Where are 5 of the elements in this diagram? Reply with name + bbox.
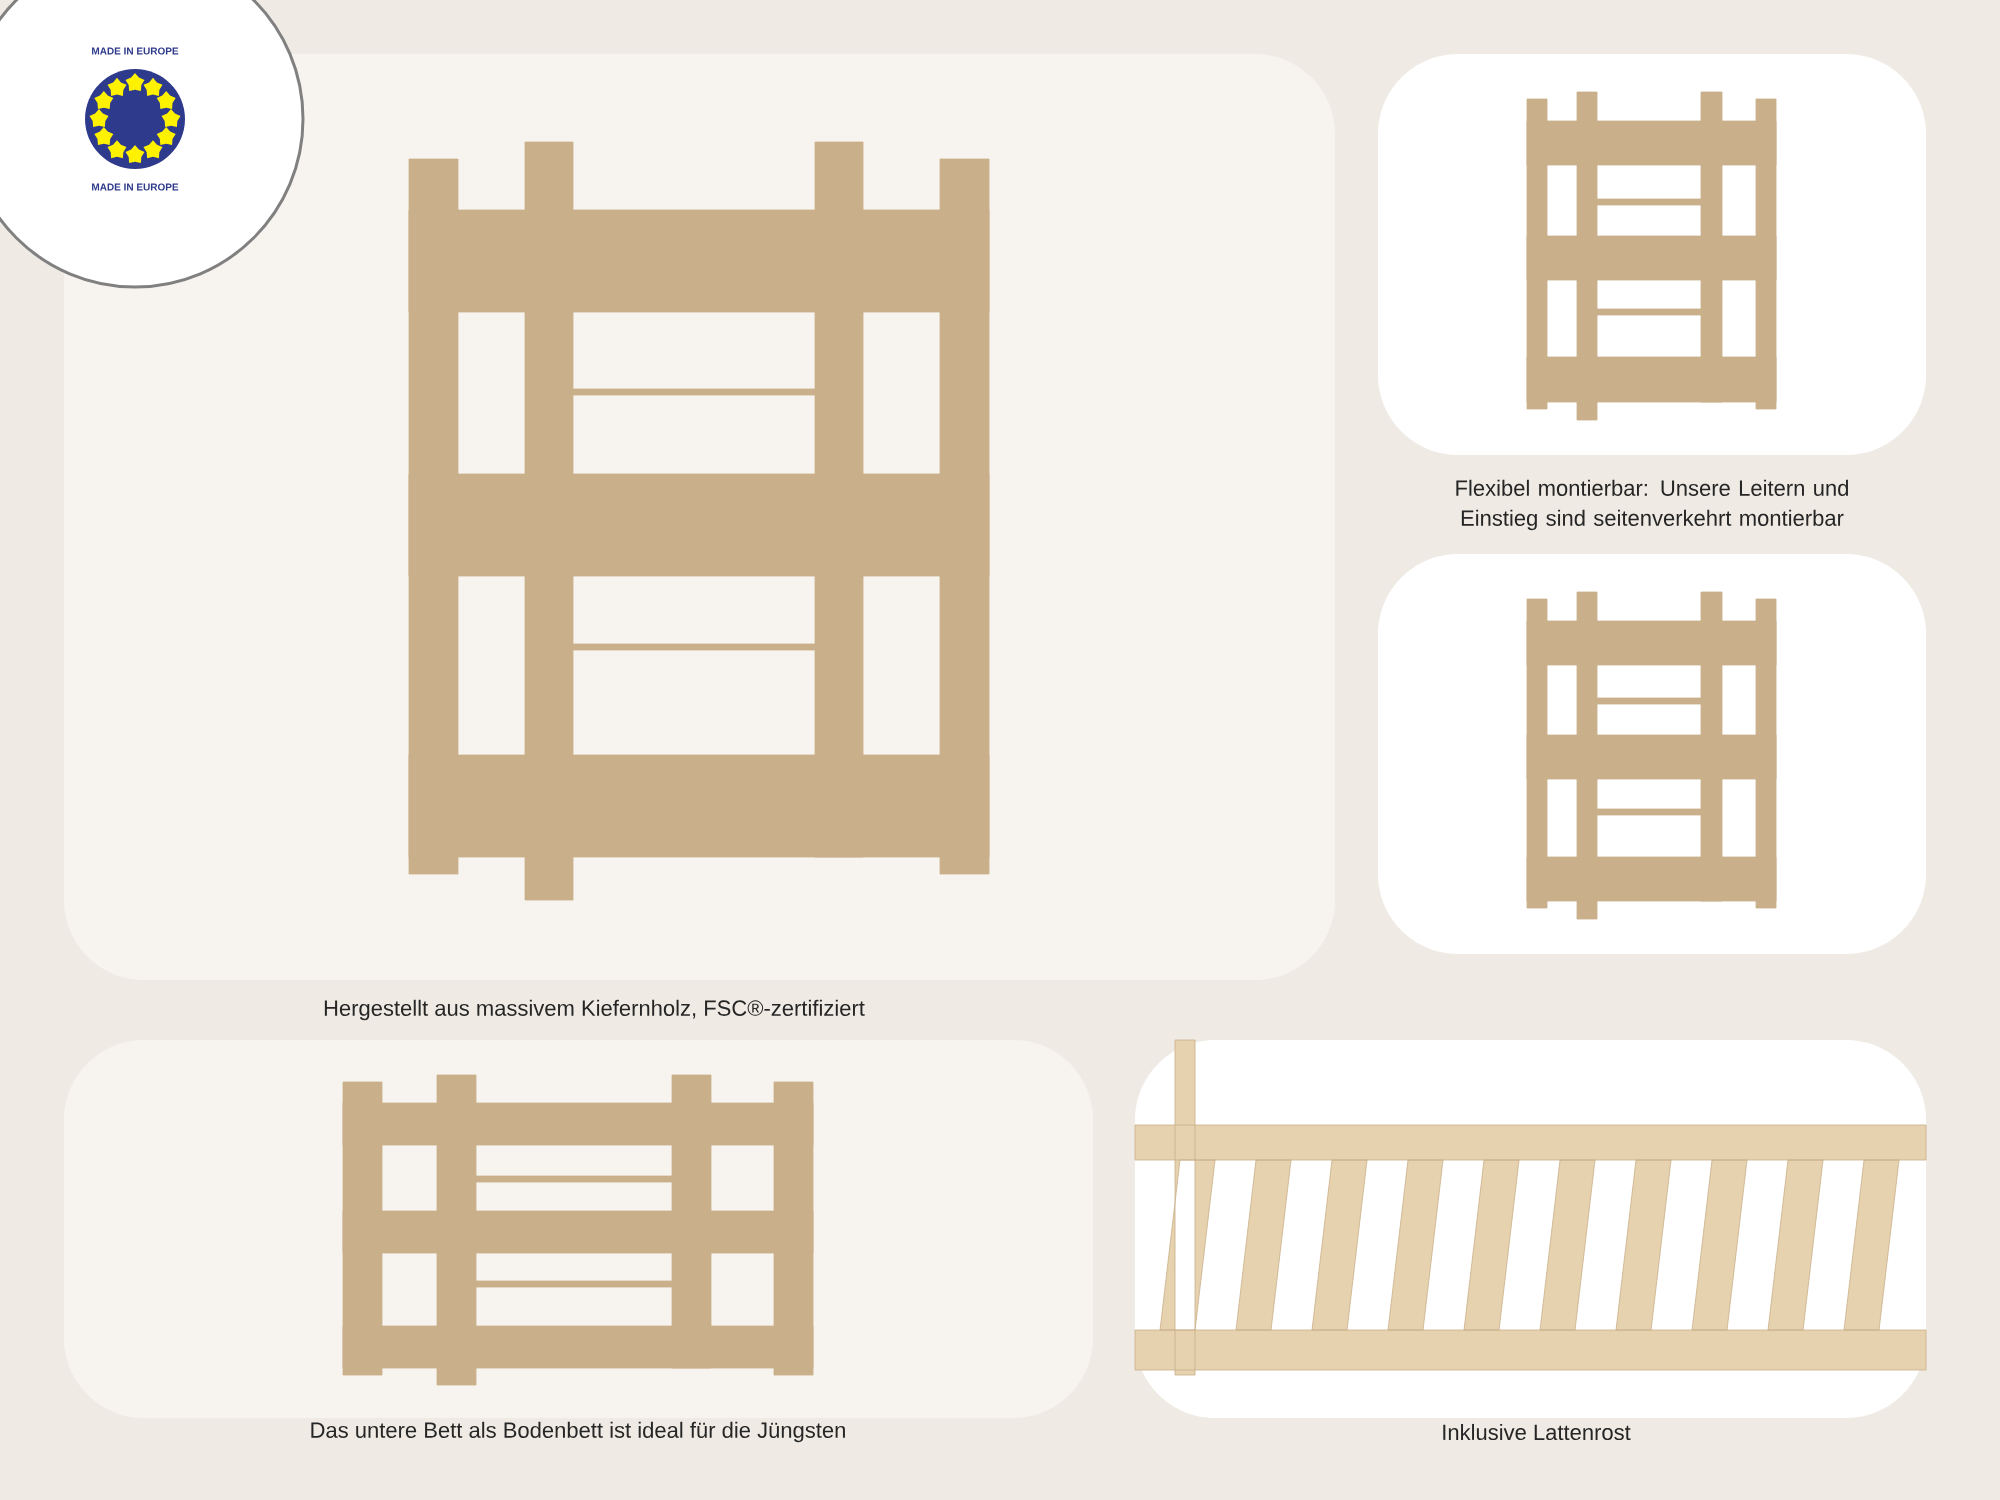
caption: Flexibel montierbar: Unsere Leitern und Einstieg sind seitenverkehrt montierbar (1456, 479, 1848, 531)
made-in-europe-badge: MADE IN EUROPE MADE IN EUROPE (0, 0, 305, 289)
caption: Das untere Bett als Bodenbett ist ideal für die Jüngsten (311, 1421, 845, 1443)
caption: Hergestellt aus massivem Kiefernholz, FSC®-zertifiziert (324, 999, 865, 1021)
caption: Inklusive Lattenrost (1443, 1423, 1631, 1441)
